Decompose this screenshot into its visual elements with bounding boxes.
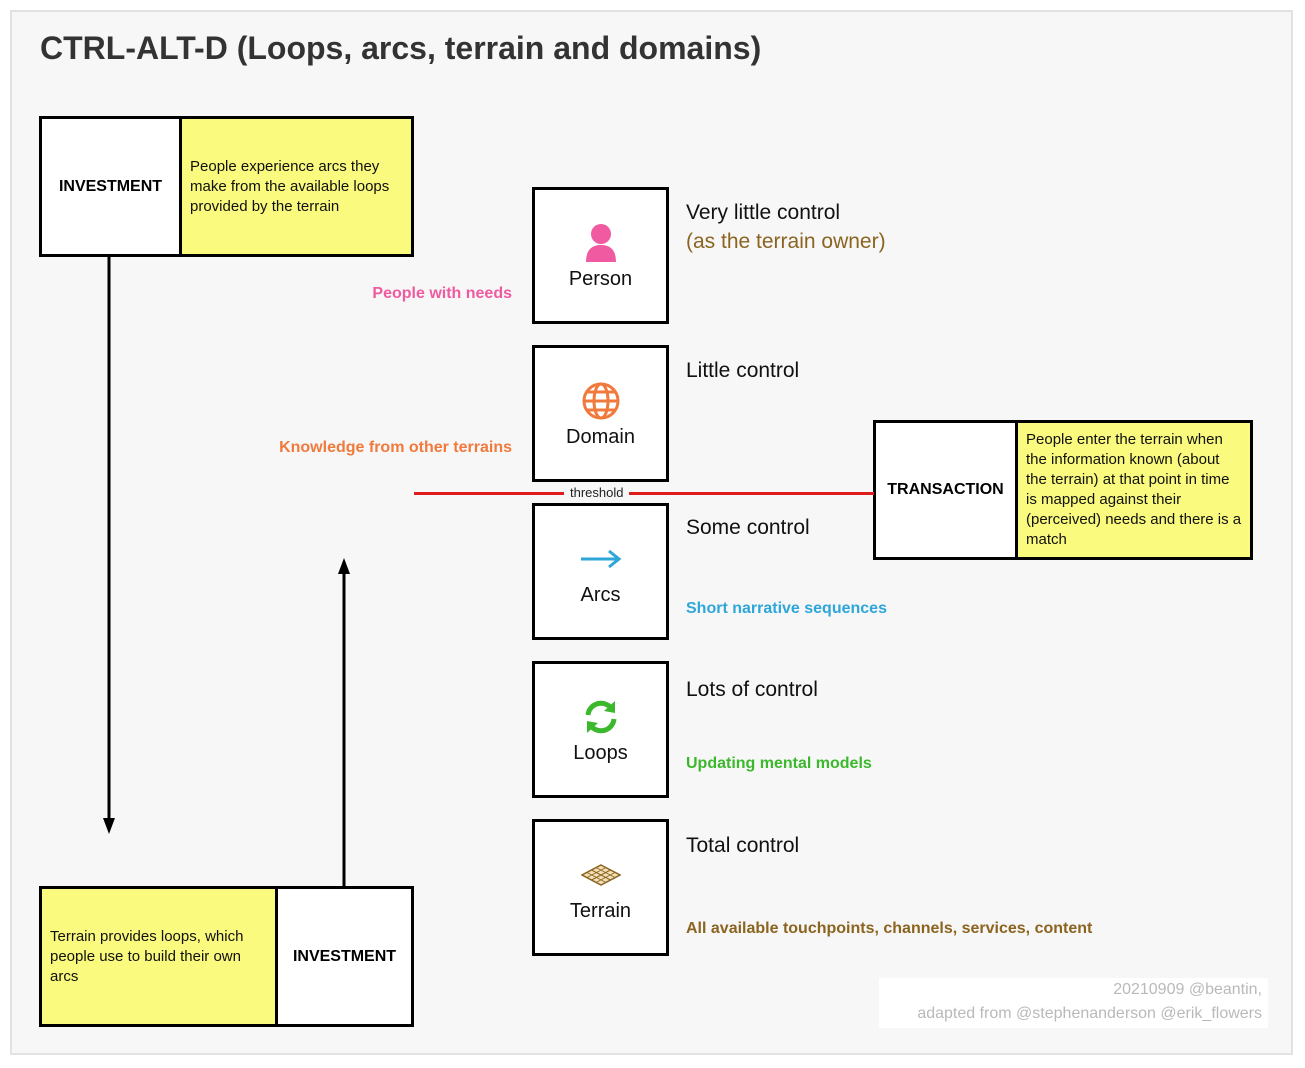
terrain-grid-icon [580,852,621,898]
control-text-arcs: Some control [686,516,810,539]
investment-top-box: INVESTMENT People experience arcs they m… [39,116,414,257]
level-box-arcs: Arcs [532,503,669,640]
control-subtext-person: (as the terrain owner) [686,230,886,253]
control-text-terrain: Total control [686,834,800,857]
control-text-person: Very little control [686,201,841,224]
level-box-person: Person [532,187,669,324]
note-arcs: Short narrative sequences [686,600,887,617]
level-label-terrain: Terrain [569,900,632,922]
note-loops: Updating mental models [686,755,872,772]
transaction-note: People enter the terrain when the inform… [1018,423,1250,557]
investment-bottom-label: INVESTMENT [292,947,397,965]
threshold-line [414,492,874,495]
down-arrow [103,257,115,834]
investment-top-divider [179,119,182,254]
investment-top-label: INVESTMENT [58,177,163,195]
level-box-terrain: Terrain [532,819,669,956]
transaction-divider [1015,423,1018,557]
refresh-loop-icon [582,694,620,740]
level-box-domain: Domain [532,345,669,482]
investment-bottom-divider [275,889,278,1024]
arrow-right-icon [579,536,623,582]
credit-box: 20210909 @beantin, adapted from @stephen… [879,978,1268,1028]
credit-line-1: 20210909 @beantin, [1113,981,1262,998]
person-icon [584,220,618,266]
level-label-arcs: Arcs [580,584,621,606]
investment-bottom-note: Terrain provides loops, which people use… [42,889,275,1024]
investment-top-note: People experience arcs they make from th… [182,119,411,254]
up-arrow [338,558,350,886]
transaction-label: TRANSACTION [887,481,1004,498]
note-terrain: All available touchpoints, channels, ser… [686,920,1093,937]
threshold-label: threshold [564,485,630,501]
level-box-loops: Loops [532,661,669,798]
side-note-person: People with needs [372,285,512,302]
credit-line-2: adapted from @stephenanderson @erik_flow… [917,1005,1262,1022]
transaction-box: TRANSACTION People enter the terrain whe… [873,420,1253,560]
level-label-domain: Domain [566,426,635,448]
control-text-domain: Little control [686,359,800,382]
side-note-domain: Knowledge from other terrains [279,439,512,456]
diagram-title: CTRL-ALT-D (Loops, arcs, terrain and dom… [40,30,762,66]
control-text-loops: Lots of control [686,678,818,701]
level-label-loops: Loops [573,742,628,764]
level-label-person: Person [568,268,633,290]
investment-bottom-box: Terrain provides loops, which people use… [39,886,414,1027]
globe-icon [581,378,621,424]
